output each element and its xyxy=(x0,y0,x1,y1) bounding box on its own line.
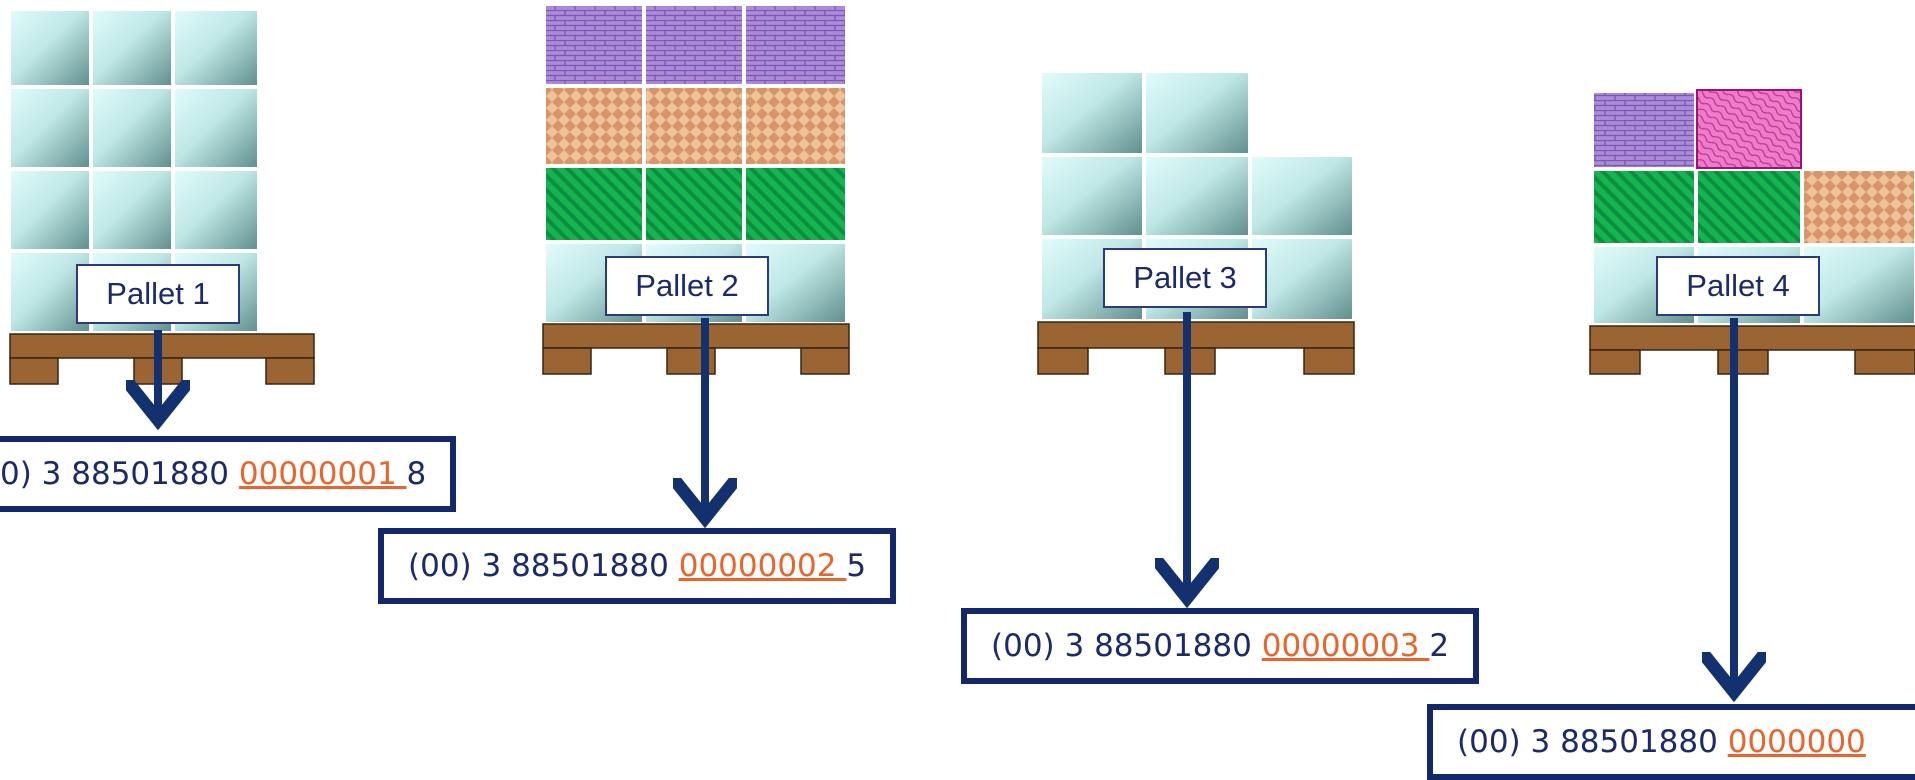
pallet-2-label: Pallet 2 xyxy=(605,256,769,316)
pallet-2-group xyxy=(542,4,850,518)
sscc-serial: 00000002 xyxy=(678,548,847,584)
pallet-4-group xyxy=(1589,89,1915,692)
sscc-code-box-3: (00) 3 88501880 00000003 2 xyxy=(961,608,1480,684)
sscc-check-digit: 2 xyxy=(1429,628,1450,664)
sscc-check-digit: 8 xyxy=(406,456,427,492)
sscc-prefix: (00) 3 88501880 xyxy=(991,628,1262,664)
sscc-prefix: (00) 3 88501880 xyxy=(408,548,679,584)
pallet-2-wood-base xyxy=(542,323,850,375)
pallet-1-group xyxy=(9,9,315,420)
sscc-code-box-1: 0) 3 88501880 00000001 8 xyxy=(0,436,457,512)
sscc-code-box-4: (00) 3 88501880 0000000 xyxy=(1427,704,1915,780)
sscc-check-digit: 5 xyxy=(846,548,867,584)
sscc-code-box-2: (00) 3 88501880 00000002 5 xyxy=(378,528,897,604)
sscc-prefix: (00) 3 88501880 xyxy=(1457,724,1728,760)
sscc-serial: 00000001 xyxy=(238,456,407,492)
pallet-4-label: Pallet 4 xyxy=(1656,256,1820,316)
sscc-serial: 00000003 xyxy=(1261,628,1430,664)
sscc-prefix: 0) 3 88501880 xyxy=(0,456,239,492)
pallet-3-wood-base xyxy=(1037,321,1355,375)
pallet-3-group xyxy=(1037,71,1355,598)
sscc-serial: 0000000 xyxy=(1727,724,1866,760)
pallet-2-boxes xyxy=(544,4,847,324)
pallet-3-label: Pallet 3 xyxy=(1103,248,1267,308)
pallet-4-wood-base xyxy=(1589,325,1915,375)
pallet-1-label: Pallet 1 xyxy=(76,264,240,324)
